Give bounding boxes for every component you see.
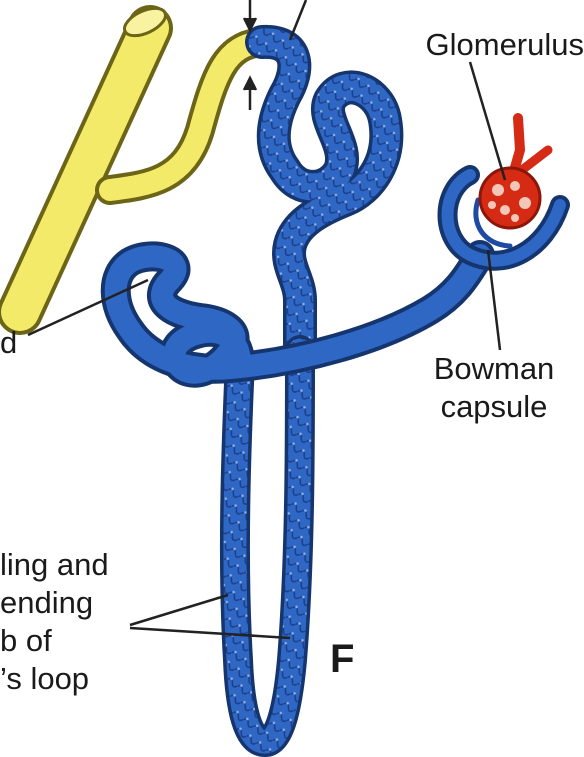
leader-line-loop-upper <box>130 595 228 625</box>
label-bowman-line2: capsule <box>404 388 584 426</box>
leader-line-glomerulus <box>470 62 505 180</box>
label-f: F <box>330 640 354 678</box>
leader-line-top <box>290 0 306 40</box>
distal-tubule <box>262 42 386 350</box>
label-bowman: Bowman capsule <box>404 350 584 426</box>
label-loop-line4: ’s loop <box>0 660 109 698</box>
label-loop-line3: b of <box>0 622 109 660</box>
label-loop-line2: ending <box>0 584 109 622</box>
leader-line-loop-lower <box>130 628 290 638</box>
label-bowman-line1: Bowman <box>404 350 584 388</box>
label-loop: ling and ending b of ’s loop <box>0 546 109 698</box>
loop-of-henle <box>235 350 300 742</box>
glomerulus <box>480 118 548 228</box>
label-left-d: d <box>0 324 17 362</box>
label-loop-line1: ling and <box>0 546 109 584</box>
label-glomerulus: Glomerulus <box>426 26 584 64</box>
